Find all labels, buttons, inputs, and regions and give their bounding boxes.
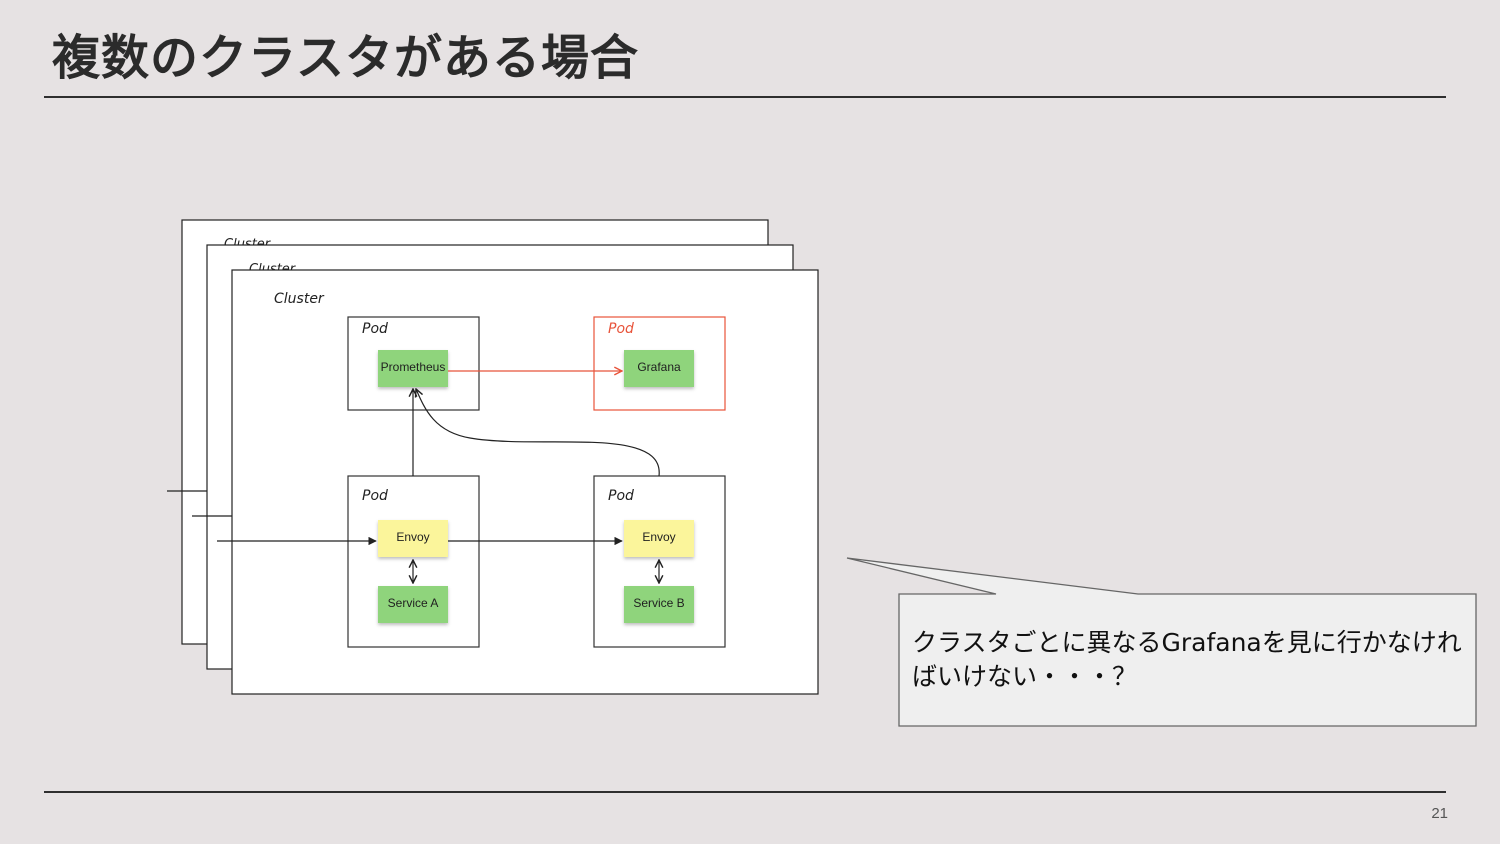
service-b-component — [624, 586, 694, 623]
pod-label: Pod — [608, 321, 634, 337]
callout-bubble — [846, 557, 1477, 727]
prometheus-label: Prometheus — [381, 360, 446, 374]
service-a-label: Service A — [388, 596, 439, 610]
callout-text: クラスタごとに異なるGrafanaを見に行かなければいけない・・・？ — [912, 628, 1462, 691]
cluster-label: Cluster — [274, 291, 325, 307]
title-divider — [44, 96, 1446, 98]
pod-label: Pod — [608, 488, 634, 504]
footer-divider — [44, 791, 1446, 793]
slide-title: 複数のクラスタがある場合 — [52, 30, 640, 86]
pod-label: Pod — [362, 488, 388, 504]
prometheus-pod: Pod Prometheus — [347, 316, 480, 411]
envoy-a-component — [378, 520, 448, 557]
page-number: 21 — [1431, 805, 1448, 822]
envoy-b-component — [624, 520, 694, 557]
grafana-pod: Pod Grafana — [593, 316, 726, 411]
pod-label: Pod — [362, 321, 388, 337]
front-cluster: Cluster — [231, 269, 819, 695]
envoy-b-to-prometheus-arrow — [416, 389, 660, 477]
grafana-label: Grafana — [637, 360, 681, 374]
service-b-label: Service B — [633, 596, 684, 610]
grafana-component — [624, 350, 694, 387]
service-b-pod: Pod Envoy Service B — [593, 475, 726, 648]
prometheus-component — [378, 350, 448, 387]
envoy-a-label: Envoy — [396, 530, 429, 544]
envoy-b-label: Envoy — [642, 530, 675, 544]
service-a-component — [378, 586, 448, 623]
